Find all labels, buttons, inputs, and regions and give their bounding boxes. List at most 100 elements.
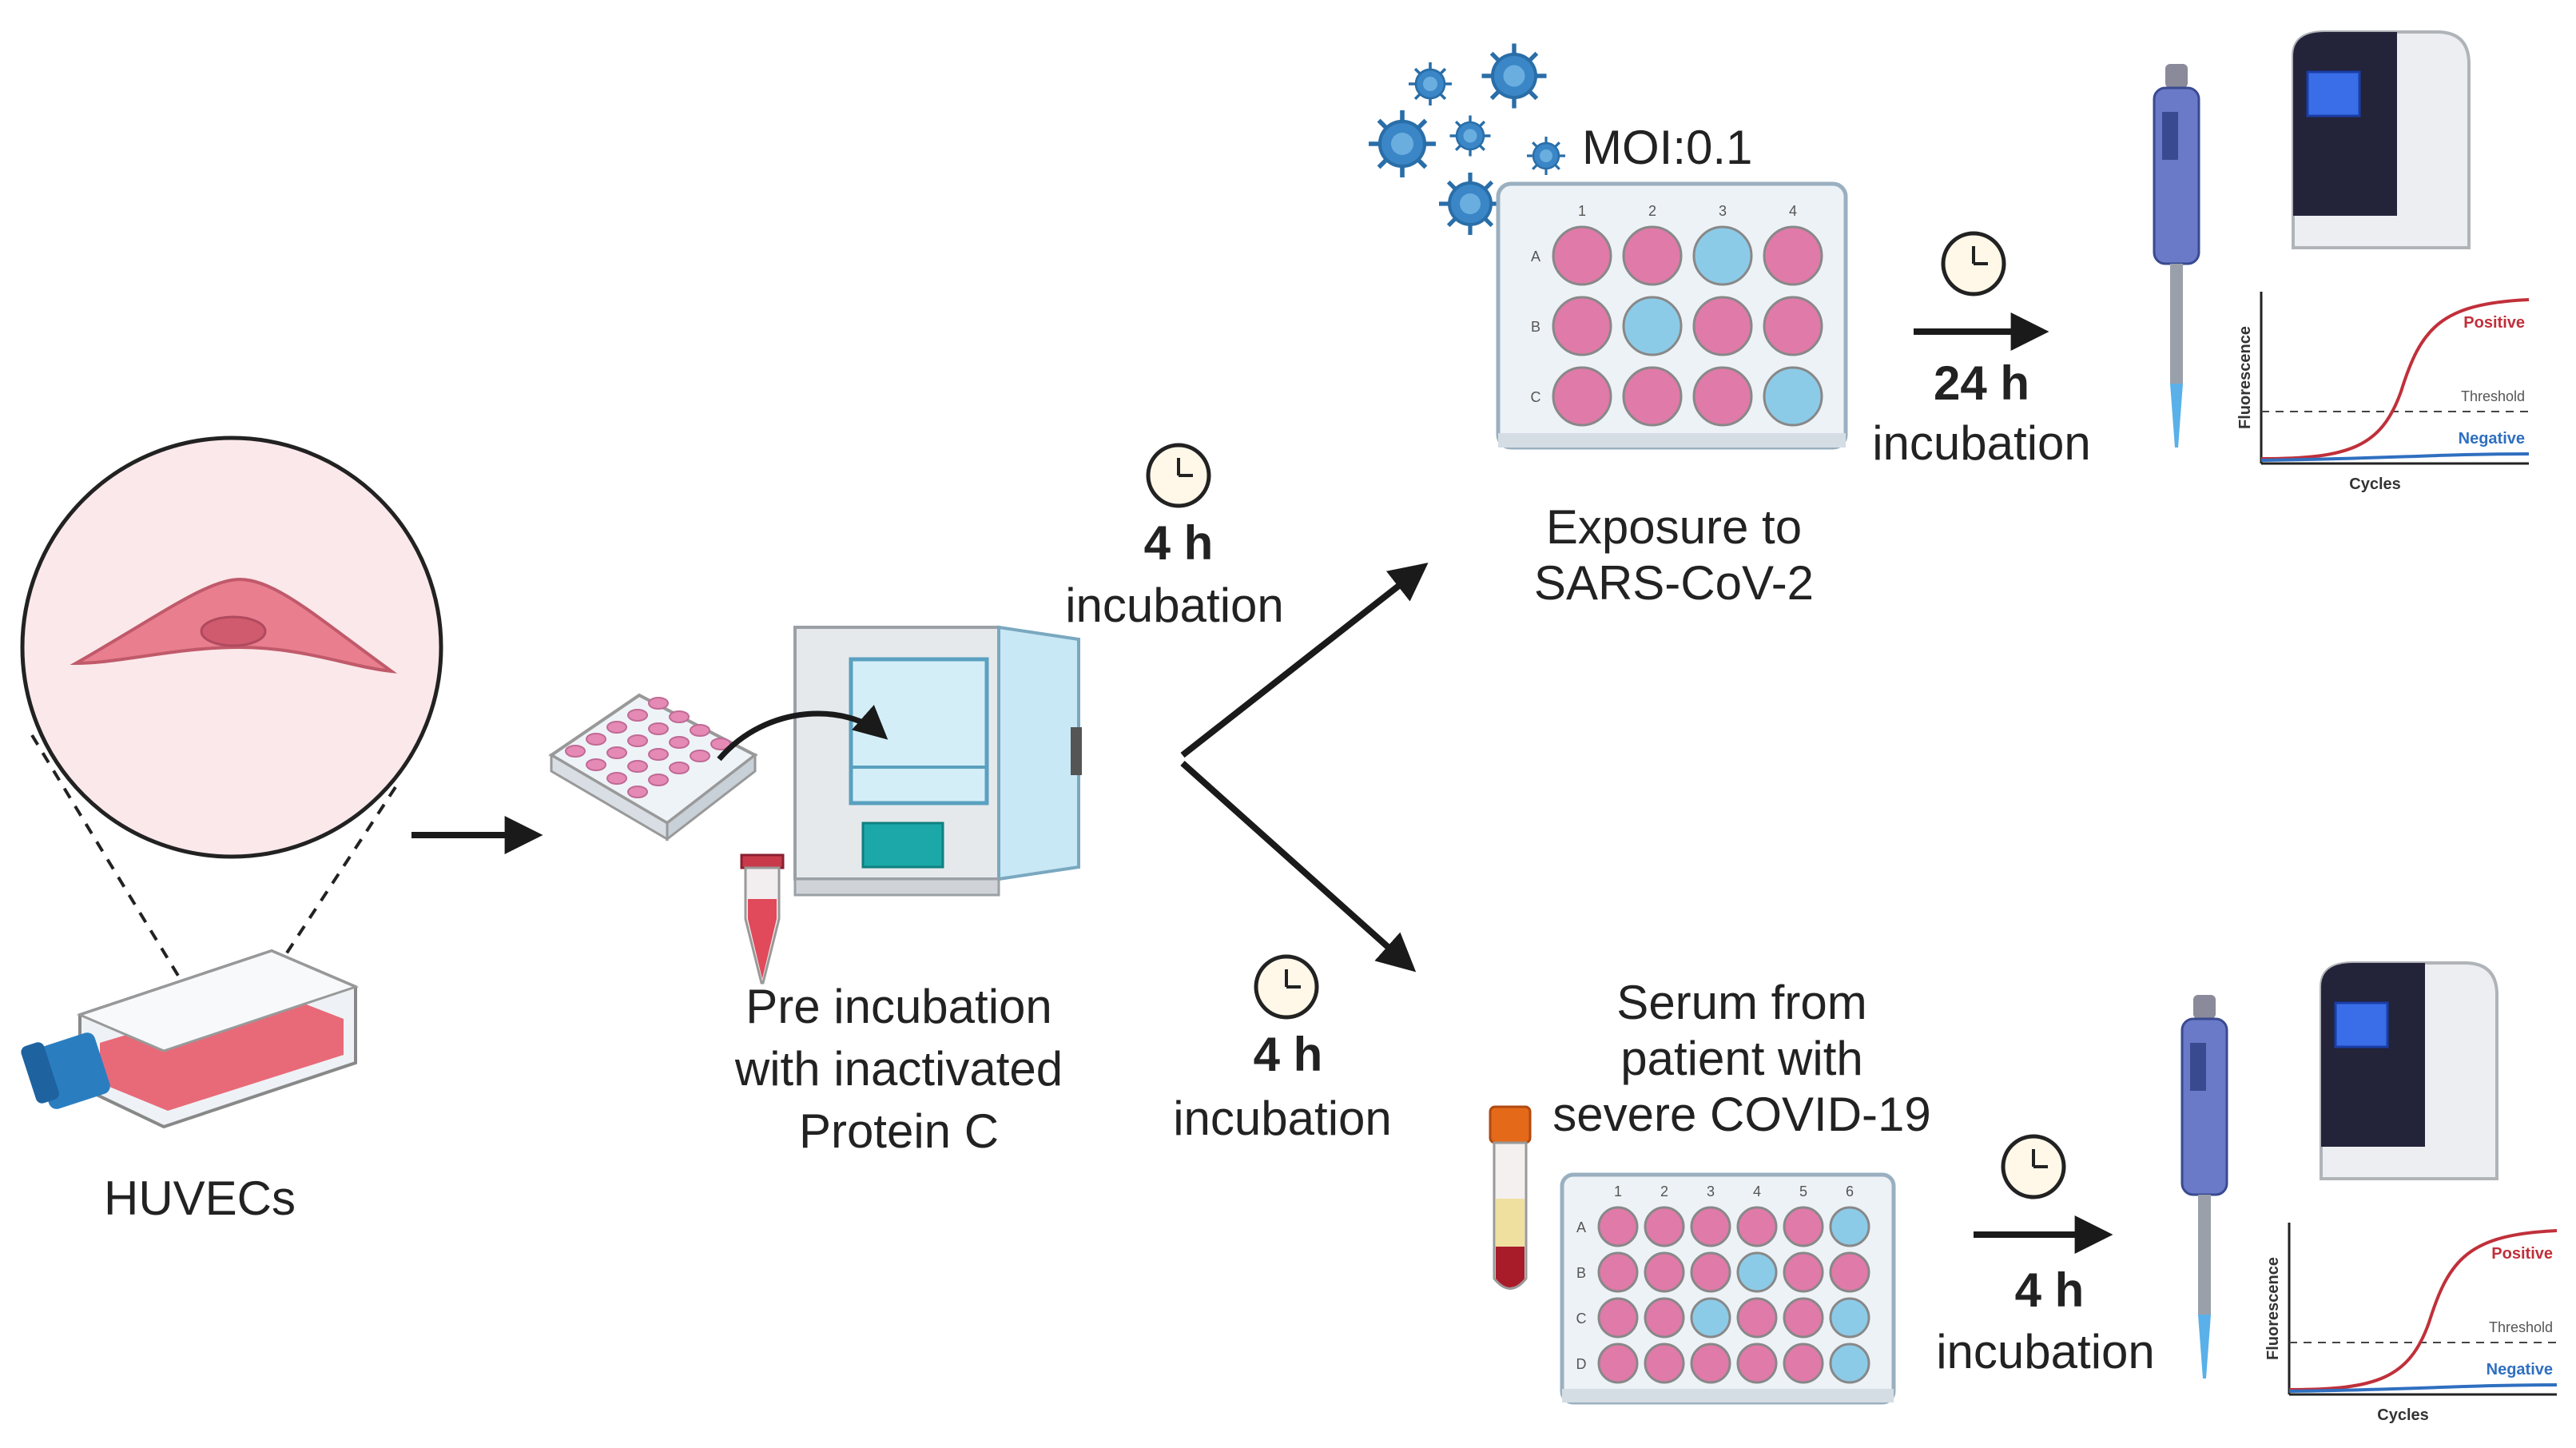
plate-well xyxy=(1552,296,1612,356)
small-plate-well xyxy=(669,762,690,774)
small-plate-well xyxy=(648,697,669,710)
zoom-dashed-line-right xyxy=(234,786,397,1032)
inc-right-top-word: incubation xyxy=(1872,416,2091,470)
zoom-dashed-line-left xyxy=(30,734,213,1032)
small-plate-well xyxy=(586,733,606,746)
plate-well xyxy=(1690,1297,1731,1339)
plate-well xyxy=(1622,296,1683,356)
plate-column-label: 1 xyxy=(1614,1183,1622,1199)
arrow-branch-up xyxy=(1180,563,1429,758)
plate-well xyxy=(1829,1297,1870,1339)
plate-well xyxy=(1736,1343,1778,1384)
plate-well xyxy=(1829,1206,1870,1247)
plate-well xyxy=(1644,1343,1685,1384)
plate-column-label: 6 xyxy=(1846,1183,1854,1199)
plate-column-label: 5 xyxy=(1799,1183,1807,1199)
plate-well xyxy=(1690,1251,1731,1293)
small-plate-well xyxy=(627,760,648,773)
plate-well xyxy=(1763,225,1823,286)
svg-text:with inactivated: with inactivated xyxy=(734,1042,1063,1096)
clock-icon xyxy=(2003,1136,2064,1197)
threshold-label: Threshold xyxy=(2461,388,2525,404)
small-plate-well xyxy=(565,745,586,758)
positive-curve xyxy=(2260,298,2530,460)
cell-culture-flask-icon xyxy=(21,949,360,1129)
small-plate-well xyxy=(690,750,710,762)
plate-row-label: B xyxy=(1576,1265,1586,1281)
inc-mid-top-time: 4 h xyxy=(1144,516,1214,570)
inc-right-top-time: 24 h xyxy=(1934,356,2029,410)
plate-well xyxy=(1690,1343,1731,1384)
exposure-label: Exposure to SARS-CoV-2 xyxy=(1534,500,1814,610)
pipette-icon xyxy=(2180,995,2228,1378)
small-plate-well xyxy=(606,721,627,734)
plate-well xyxy=(1552,225,1612,286)
plate-well xyxy=(1783,1251,1824,1293)
small-plate-well xyxy=(627,709,648,722)
positive-label: Positive xyxy=(2491,1245,2553,1263)
plate-column-label: 4 xyxy=(1753,1183,1761,1199)
amplification-chart: PositiveThresholdNegativeCyclesFluoresce… xyxy=(2264,1223,2558,1424)
plate-row-label: C xyxy=(1576,1311,1587,1327)
plate-well xyxy=(1783,1206,1824,1247)
clock-icon xyxy=(1943,233,2004,294)
plate-column-label: 2 xyxy=(1660,1183,1668,1199)
arrow-plate-into-incubator xyxy=(717,704,888,762)
small-plate-well xyxy=(648,774,669,786)
plate-row-label: B xyxy=(1531,319,1540,335)
multiwell-plate-icon xyxy=(548,693,758,842)
plate-column-label: 4 xyxy=(1789,203,1797,219)
inc-mid-bottom-time: 4 h xyxy=(1254,1028,1323,1081)
inc-mid-top-word: incubation xyxy=(1065,579,1284,632)
plate-well xyxy=(1644,1206,1685,1247)
preinc-label: Pre incubation with inactivated Protein … xyxy=(734,980,1063,1158)
plate-well xyxy=(1692,366,1753,427)
protein-c-tube-icon xyxy=(740,853,785,985)
plate-well xyxy=(1690,1206,1731,1247)
small-plate-well xyxy=(669,710,690,723)
huvecs-label: HUVECs xyxy=(104,1172,296,1225)
clock-icon xyxy=(1256,957,1317,1017)
y-axis-label: Fluorescence xyxy=(2236,326,2254,429)
plate-row-label: C xyxy=(1531,389,1541,405)
plate-well xyxy=(1736,1297,1778,1339)
svg-text:SARS-CoV-2: SARS-CoV-2 xyxy=(1534,556,1814,610)
plate-well xyxy=(1783,1297,1824,1339)
small-plate-well xyxy=(606,772,627,785)
plate-well xyxy=(1622,366,1683,427)
positive-curve xyxy=(2288,1229,2558,1391)
huvec-zoom-circle xyxy=(20,436,443,859)
threshold-label: Threshold xyxy=(2489,1319,2553,1335)
plate-well xyxy=(1783,1343,1824,1384)
svg-text:Exposure to: Exposure to xyxy=(1546,500,1802,554)
svg-text:severe COVID-19: severe COVID-19 xyxy=(1552,1088,1931,1141)
pipette-icon xyxy=(2153,64,2200,448)
arrow-branch-down xyxy=(1180,761,1417,973)
plate-well xyxy=(1692,225,1753,286)
plate-row-label: A xyxy=(1576,1219,1586,1235)
plate-well xyxy=(1597,1251,1639,1293)
clock-icon xyxy=(1148,445,1209,506)
small-plate-well xyxy=(627,786,648,798)
plate-well xyxy=(1763,296,1823,356)
plate-column-label: 3 xyxy=(1719,203,1727,219)
x-axis-label: Cycles xyxy=(2349,475,2401,493)
small-plate-well xyxy=(690,724,710,737)
plate-well xyxy=(1597,1343,1639,1384)
plate-well xyxy=(1552,366,1612,427)
plate-well xyxy=(1736,1206,1778,1247)
plate-row-label: A xyxy=(1531,249,1540,265)
moi-label: MOI:0.1 xyxy=(1582,121,1752,174)
y-axis-label: Fluorescence xyxy=(2264,1257,2282,1360)
qpcr-machine-icon xyxy=(2320,961,2498,1180)
plate-well xyxy=(1644,1297,1685,1339)
small-plate-well xyxy=(627,734,648,747)
incubator-icon xyxy=(793,625,1082,897)
negative-label: Negative xyxy=(2487,1361,2553,1378)
plate-well xyxy=(1829,1251,1870,1293)
small-plate-well xyxy=(669,736,690,749)
plate-column-label: 1 xyxy=(1578,203,1586,219)
plate-well xyxy=(1829,1343,1870,1384)
